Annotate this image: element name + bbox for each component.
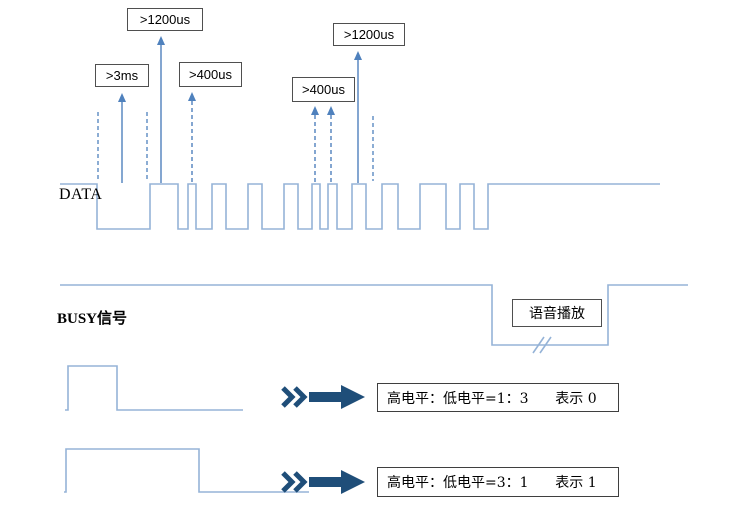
data-signal-label: DATA [59,186,103,203]
up-arrowhead-icon [188,92,196,101]
busy-break-mark [532,336,545,354]
up-arrowhead-icon [157,36,165,45]
data-waveform [60,183,660,230]
timing-label-400us-right: >400us [292,77,355,102]
up-arrowhead-icon [118,93,126,102]
busy-signal-label: BUSY信号 [57,311,128,327]
timing-label-1200us-right: >1200us [333,23,405,46]
up-arrowhead-icon [327,106,335,115]
busy-waveform [60,284,688,346]
bit1-encoding-rule-box: 高电平：低电平=3：1 表示 1 [377,467,619,497]
timing-label-1200us-first: >1200us [127,8,203,31]
block-arrow-stripe-icon [293,386,308,408]
voice-playback-label-box: 语音播放 [512,299,602,327]
bit0-encoding-rule-box: 高电平：低电平=1：3 表示 0 [377,383,619,412]
timing-label-400us-left: >400us [179,62,242,87]
block-arrow-stripe-icon [281,471,296,493]
busy-break-mark [539,336,552,354]
block-arrow-body-icon [309,470,365,494]
block-arrow-stripe-icon [293,471,308,493]
up-arrowhead-icon [354,51,362,60]
block-arrow-stripe-icon [281,386,296,408]
up-arrowhead-icon [311,106,319,115]
bit1-example-waveform [64,448,309,493]
timing-label-3ms: >3ms [95,64,149,87]
block-arrow-body-icon [309,385,365,409]
bit0-example-waveform [65,365,243,411]
